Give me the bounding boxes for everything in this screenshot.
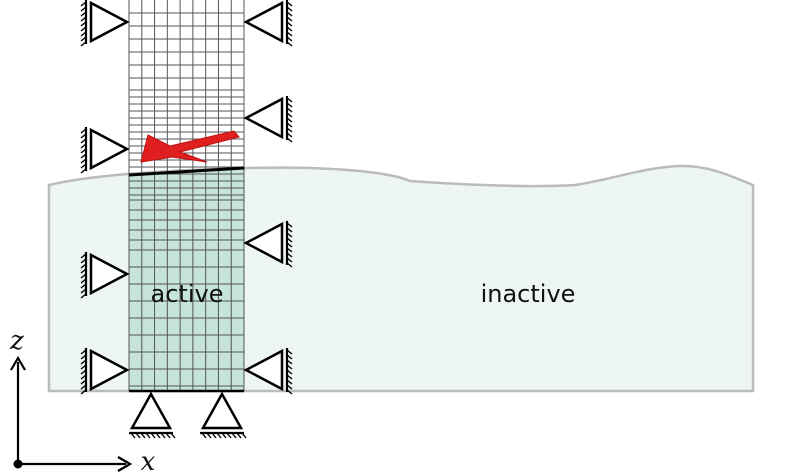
left-roller-supports [80, 0, 130, 395]
coordinate-axes [10, 355, 133, 472]
roller-support-icon [80, 0, 130, 47]
ground-surface-line [128, 166, 245, 177]
active-label: active [151, 280, 224, 308]
finite-element-mesh [128, 0, 245, 391]
roller-support-icon [80, 127, 130, 174]
roller-support-icon [243, 96, 293, 143]
axes-origin [13, 459, 23, 469]
z-axis-label: z [9, 326, 24, 356]
right-roller-supports [243, 0, 293, 395]
bottom-roller-supports [129, 391, 247, 439]
roller-support-icon [200, 391, 247, 439]
inactive-label: inactive [481, 280, 576, 308]
roller-support-icon [243, 348, 293, 395]
roller-support-icon [243, 0, 293, 47]
roller-support-icon [129, 391, 176, 439]
roller-support-icon [80, 348, 130, 395]
crack-shape [140, 130, 240, 163]
roller-support-icon [80, 252, 130, 299]
roller-support-icon [243, 221, 293, 268]
x-axis-label: x [141, 447, 156, 475]
